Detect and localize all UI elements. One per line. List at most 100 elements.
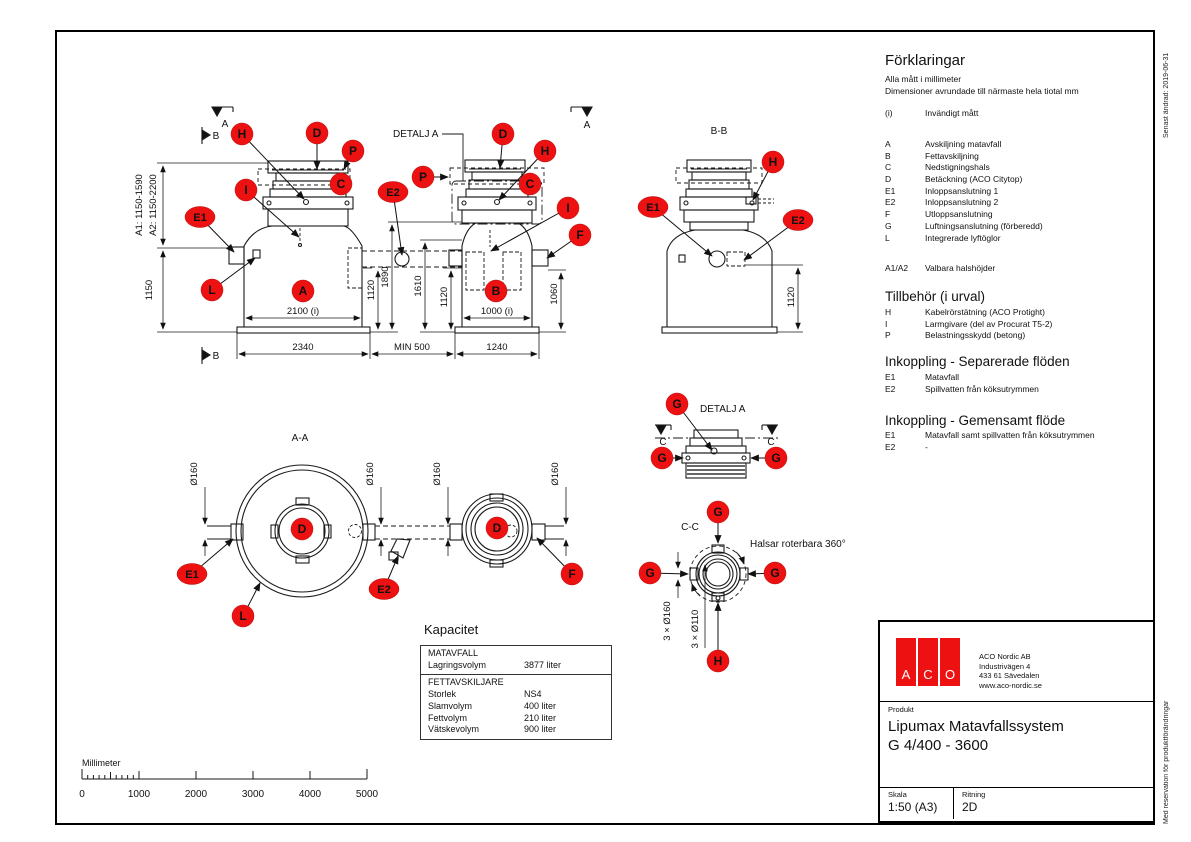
dimension-label: 1240 xyxy=(486,342,507,353)
legend-definition: Spillvatten från köksutrymmen xyxy=(925,383,1039,394)
view-label: Halsar roterbara 360° xyxy=(750,539,846,550)
callout-leader-lines xyxy=(191,133,799,661)
callout-P: P xyxy=(341,139,365,163)
callout-label: B xyxy=(492,284,501,298)
legend-definition: Invändigt mått xyxy=(925,108,979,118)
ruler-tick-label: 1000 xyxy=(128,789,151,800)
callout-bubble xyxy=(568,223,592,247)
capacity-row-label: Lagringsvolym xyxy=(428,659,487,670)
legend-term: E2 xyxy=(885,383,896,394)
legend-definition: Valbara halshöjder xyxy=(925,263,996,273)
scale-label: Skala xyxy=(888,790,907,799)
callout-E1: E1 xyxy=(176,563,208,585)
callout-bubble xyxy=(234,178,258,202)
legend-definition: Integrerade lyftöglor xyxy=(925,232,1001,243)
view-elevation-bb xyxy=(661,159,778,334)
company-address-line: Industrivägen 4 xyxy=(979,661,1031,671)
callout-label: H xyxy=(238,127,247,141)
legend-term: C xyxy=(885,162,892,173)
callout-label: F xyxy=(576,228,583,242)
callout-label: H xyxy=(769,155,778,169)
callout-C: C xyxy=(518,172,542,196)
legend-term: E1 xyxy=(885,430,896,440)
legend-term: A xyxy=(885,139,891,149)
section-letter: B xyxy=(213,131,220,142)
legend-definition: Inloppsanslutning 1 xyxy=(925,185,999,196)
callout-bubble xyxy=(341,139,365,163)
callout-H: H xyxy=(533,139,557,163)
dimension-label: 1000 (i) xyxy=(481,306,513,317)
callout-G: G xyxy=(706,500,730,524)
legend-definition: Matavfall xyxy=(925,372,960,382)
callout-leader xyxy=(490,207,569,252)
dimension-label: 2340 xyxy=(292,342,313,353)
legend-definition: Larmgivare (del av Procurat T5-2) xyxy=(925,318,1053,329)
callout-label: D xyxy=(499,127,508,141)
callout-bubble xyxy=(706,649,730,673)
callout-bubble xyxy=(368,578,400,600)
callout-label: G xyxy=(713,505,722,519)
callout-P: P xyxy=(411,165,435,189)
legend-term: B xyxy=(885,150,891,161)
ruler-tick-label: 5000 xyxy=(356,789,379,800)
callout-label: D xyxy=(313,126,322,140)
legend-definition: Avskiljning matavfall xyxy=(925,139,1002,149)
dimension-label: Ø160 xyxy=(365,462,376,485)
callout-leader xyxy=(245,189,300,238)
callout-bubble xyxy=(518,172,542,196)
drawing-type-value: 2D xyxy=(962,800,978,814)
callout-bubble xyxy=(230,122,254,146)
view-plan-cc xyxy=(689,544,749,603)
callout-bubble xyxy=(533,139,557,163)
inkoppling-item: E2 Spillvatten från köksutrymmen xyxy=(885,384,1157,396)
callout-bubble xyxy=(763,561,787,585)
legend-term: H xyxy=(885,307,892,317)
dimension-label: 3 × Ø110 xyxy=(690,610,701,649)
callout-label: E2 xyxy=(377,584,390,596)
callout-label: E2 xyxy=(386,187,399,199)
section-letter: C xyxy=(659,437,666,448)
legend-note-1: Alla mått i millimeter xyxy=(885,74,962,84)
callout-D: D xyxy=(485,516,509,540)
capacity-row-value: 3877 liter xyxy=(524,659,562,670)
dimension-label: MIN 500 xyxy=(394,342,430,353)
callout-E2: E2 xyxy=(782,209,814,231)
callout-bubble xyxy=(485,516,509,540)
callout-C: C xyxy=(329,172,353,196)
capacity-row-value: 400 liter xyxy=(524,700,557,711)
callout-L: L xyxy=(200,278,224,302)
callout-label: H xyxy=(714,654,723,668)
aco-logo-letter: C xyxy=(918,638,938,686)
callout-leader xyxy=(241,133,305,200)
product-label: Produkt xyxy=(888,705,914,714)
callout-label: D xyxy=(493,521,502,535)
dimension-label: A1: 1150-1590 xyxy=(134,174,145,236)
callout-G: G xyxy=(638,561,662,585)
view-label: DETALJ A xyxy=(700,404,746,415)
inkoppling-item: E2- xyxy=(885,442,1157,454)
dimension-label: A2: 1150-2200 xyxy=(148,174,159,236)
dimension-label: 1890 xyxy=(380,266,391,287)
callout-G: G xyxy=(650,446,674,470)
callout-I: I xyxy=(556,196,580,220)
capacity-row-label: Fettvolym xyxy=(428,712,468,723)
legend-term: G xyxy=(885,220,892,231)
callout-bubble xyxy=(761,150,785,174)
view-elevation-tank-b xyxy=(442,133,549,334)
callout-bubble xyxy=(200,278,224,302)
